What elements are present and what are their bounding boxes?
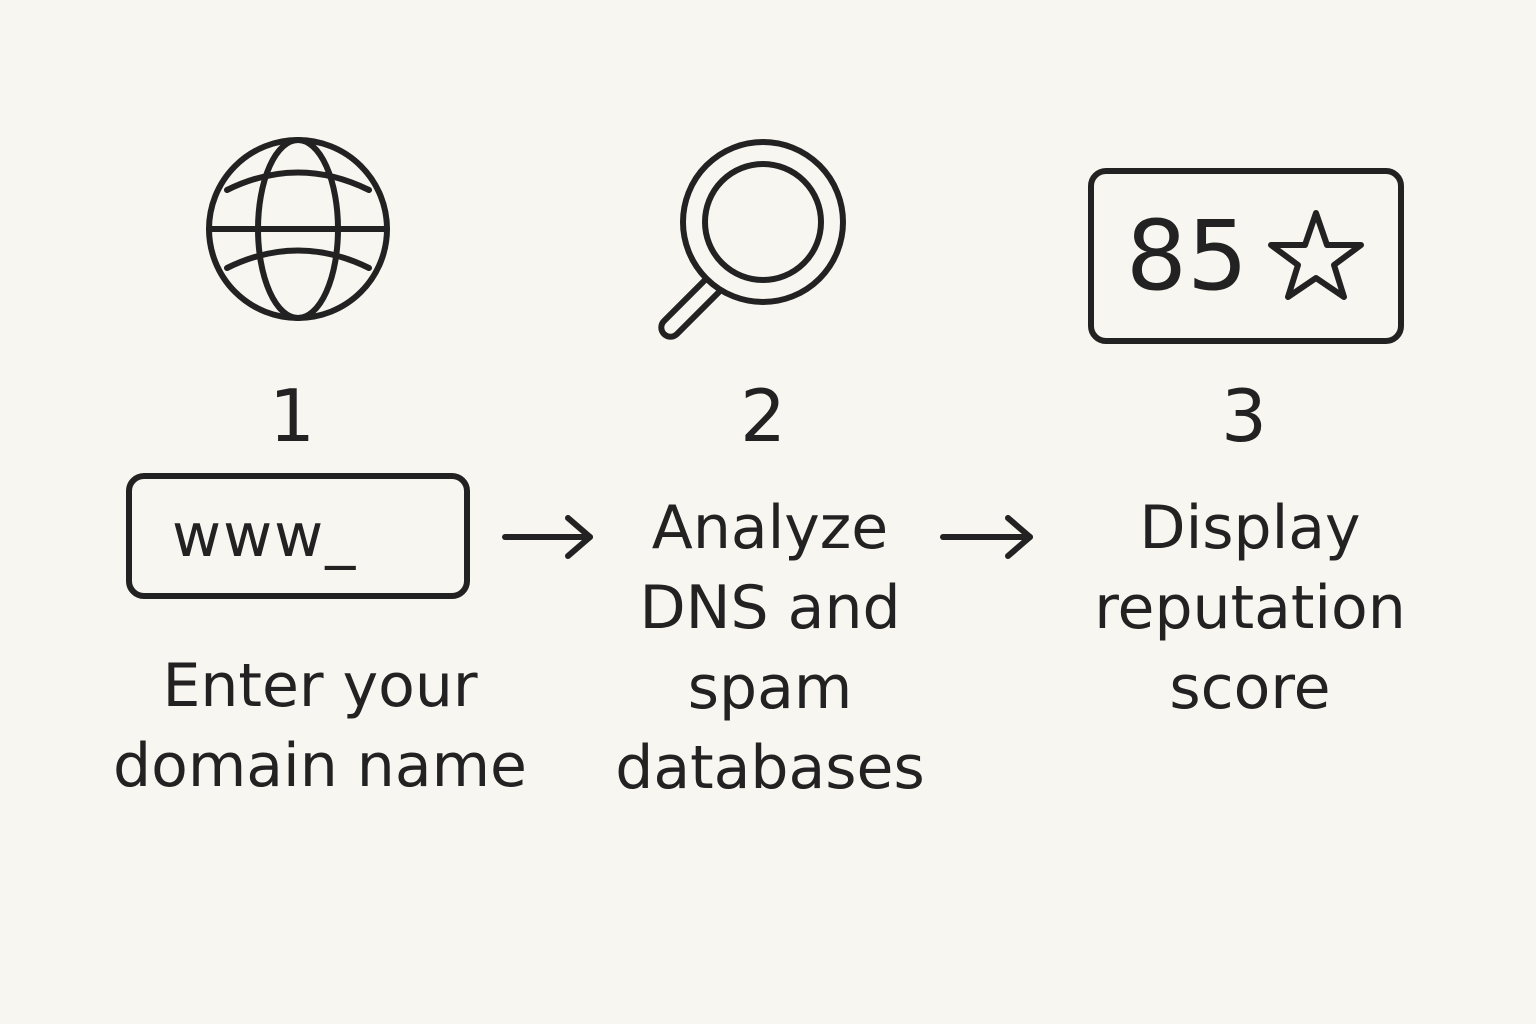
- step-number-2: 2: [740, 374, 786, 458]
- caption-line: reputation: [1094, 573, 1406, 643]
- star-icon: [1268, 210, 1365, 300]
- domain-input-box: www_: [126, 473, 470, 599]
- domain-input-text: www_: [172, 501, 358, 571]
- arrow-right-icon: [940, 515, 1033, 559]
- step-number-3: 3: [1221, 374, 1267, 458]
- step-1-caption: Enter your domain name: [100, 646, 540, 806]
- caption-line: DNS and: [639, 573, 901, 643]
- step-2-caption: Analyze DNS and spam databases: [590, 488, 950, 808]
- step-number-1: 1: [269, 374, 315, 458]
- magnifying-glass-icon: [658, 139, 846, 340]
- caption-line: score: [1169, 653, 1331, 723]
- caption-line: Display: [1139, 493, 1361, 563]
- score-value: 85: [1125, 200, 1249, 312]
- caption-line: domain name: [113, 731, 527, 801]
- arrow-right-icon: [502, 515, 593, 559]
- caption-line: databases: [615, 733, 925, 803]
- caption-line: spam: [687, 653, 853, 723]
- reputation-score-box: 85: [1088, 168, 1404, 344]
- caption-line: Enter your: [162, 651, 478, 721]
- step-3-caption: Display reputation score: [1070, 488, 1430, 728]
- globe-icon: [206, 137, 390, 321]
- caption-line: Analyze: [651, 493, 889, 563]
